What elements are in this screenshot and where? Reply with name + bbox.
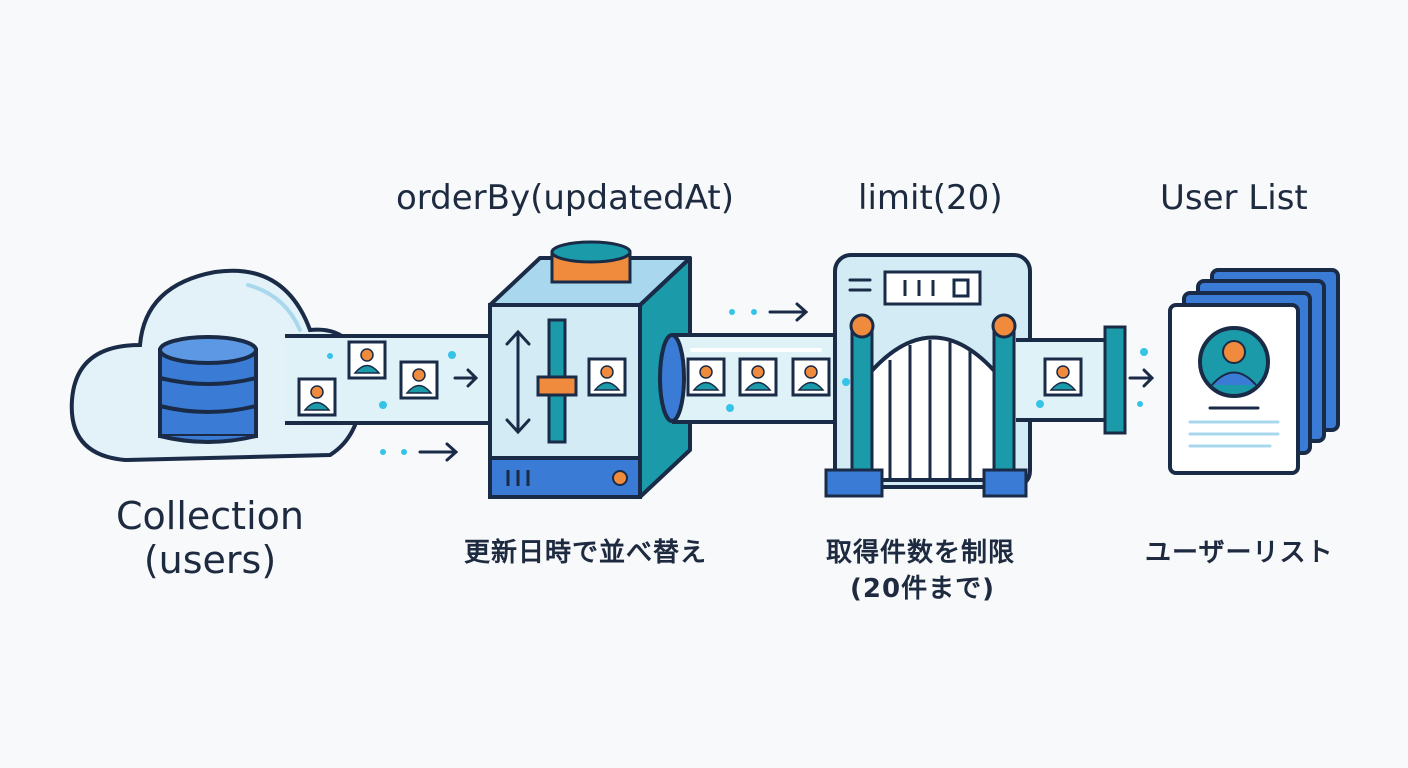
user-doc-icon	[738, 357, 778, 397]
flow-arrow-icon	[380, 442, 459, 462]
collection-label-line2: (users)	[143, 538, 277, 582]
user-doc-icon	[686, 357, 726, 397]
user-list-caption: ユーザーリスト	[1145, 538, 1334, 568]
orderby-title: orderBy(updatedAt)	[396, 178, 735, 218]
limit-caption-line1: 取得件数を制限	[826, 538, 1016, 568]
flow-arrow-icon	[1128, 368, 1155, 388]
gate-icon	[824, 253, 1032, 498]
user-doc-icon	[1043, 357, 1083, 397]
flow-arrow-icon	[453, 368, 479, 388]
user-doc-icon	[399, 360, 439, 400]
user-cards-icon	[1168, 268, 1340, 475]
database-icon	[158, 335, 258, 444]
limit-caption-line2: (20件まで)	[850, 574, 995, 604]
user-doc-icon	[791, 357, 831, 397]
user-doc-icon	[297, 377, 337, 417]
pipe-limit-to-list	[1016, 325, 1127, 435]
flow-arrow-icon	[729, 302, 809, 322]
limit-title: limit(20)	[858, 178, 1003, 218]
collection-label-line1: Collection	[116, 494, 304, 538]
sort-machine-icon	[488, 240, 692, 499]
flow-particles	[327, 348, 1148, 412]
user-doc-icon	[347, 340, 387, 380]
collection-label: Collection (users)	[100, 494, 320, 582]
user-list-title: User List	[1160, 178, 1308, 218]
orderby-caption: 更新日時で並べ替え	[464, 538, 708, 568]
